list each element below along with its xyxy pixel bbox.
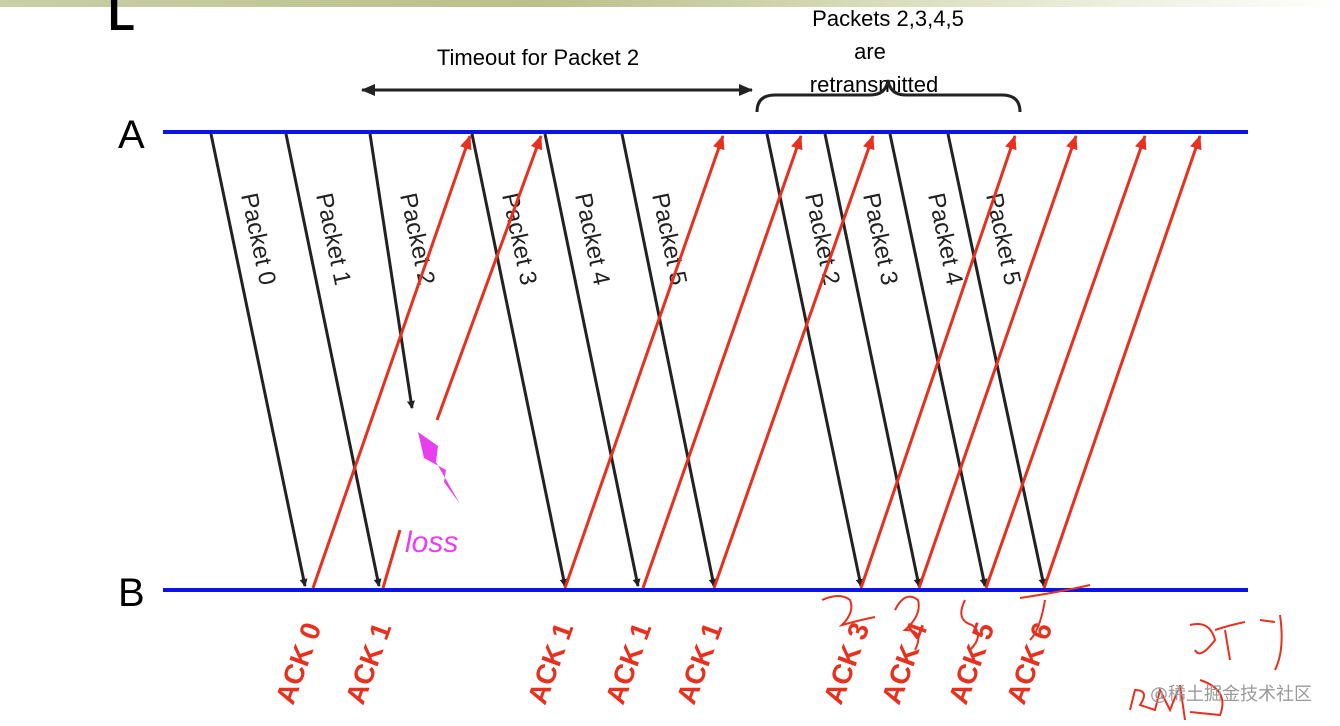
ack-label: ACK 1 <box>600 619 658 709</box>
ack-arrow <box>311 135 472 589</box>
ack-label: ACK 4 <box>876 618 934 708</box>
packet-arrow <box>765 133 864 587</box>
ack-label: ACK 3 <box>818 619 876 709</box>
ack-arrow <box>435 135 543 421</box>
packet-arrow <box>620 133 717 587</box>
watermark: @稀土掘金技术社区 <box>1150 684 1312 705</box>
ack-label: ACK 1 <box>671 619 729 709</box>
packet-arrow <box>543 133 641 587</box>
ack-arrow <box>859 135 1017 589</box>
ack-arrow <box>641 135 803 589</box>
packet-arrow <box>209 133 308 587</box>
packet-label: Packet 3 <box>857 191 903 288</box>
ack-arrow <box>917 135 1078 589</box>
loss-lightning-icon <box>418 432 460 504</box>
packet-arrow <box>946 133 1047 587</box>
packet-arrow <box>284 133 382 587</box>
packet-label: Packet 4 <box>569 191 615 288</box>
slide-letter: L <box>108 0 135 40</box>
ack-arrow-segment <box>381 529 402 589</box>
timeout-label: Timeout for Packet 2 <box>437 45 639 70</box>
packet-label: Packet 0 <box>235 191 281 288</box>
slide-top-bar <box>0 0 1340 7</box>
ack-arrow <box>1042 135 1202 589</box>
loss-label: loss <box>405 526 458 559</box>
packet-arrow <box>368 133 415 409</box>
handwritten-annotations <box>821 584 1283 721</box>
retransmit-brace <box>755 79 1022 113</box>
ack-label: ACK 5 <box>943 619 1001 709</box>
retransmit-note-line1: Packets 2,3,4,5 <box>812 6 964 31</box>
ack-label: ACK 0 <box>270 619 328 709</box>
retransmit-note-line3: retransmitted <box>810 72 938 97</box>
ack-arrow <box>712 135 875 589</box>
ack-label: ACK 1 <box>522 619 580 709</box>
packet-label: Packet 1 <box>310 191 356 288</box>
retransmit-note-line2: are <box>854 39 886 64</box>
ack-label: ACK 1 <box>340 619 398 709</box>
packet-label: Packet 5 <box>980 191 1026 288</box>
packet-arrow <box>823 133 922 587</box>
packet-label: Packet 4 <box>922 191 968 288</box>
ack-arrow <box>563 135 725 589</box>
packet-arrow <box>470 133 568 587</box>
ack-label: ACK 6 <box>1001 619 1059 709</box>
host-a-label: A <box>118 113 145 157</box>
host-b-label: B <box>118 571 145 615</box>
packet-label: Packet 5 <box>646 191 692 288</box>
ack-arrow <box>984 135 1147 589</box>
